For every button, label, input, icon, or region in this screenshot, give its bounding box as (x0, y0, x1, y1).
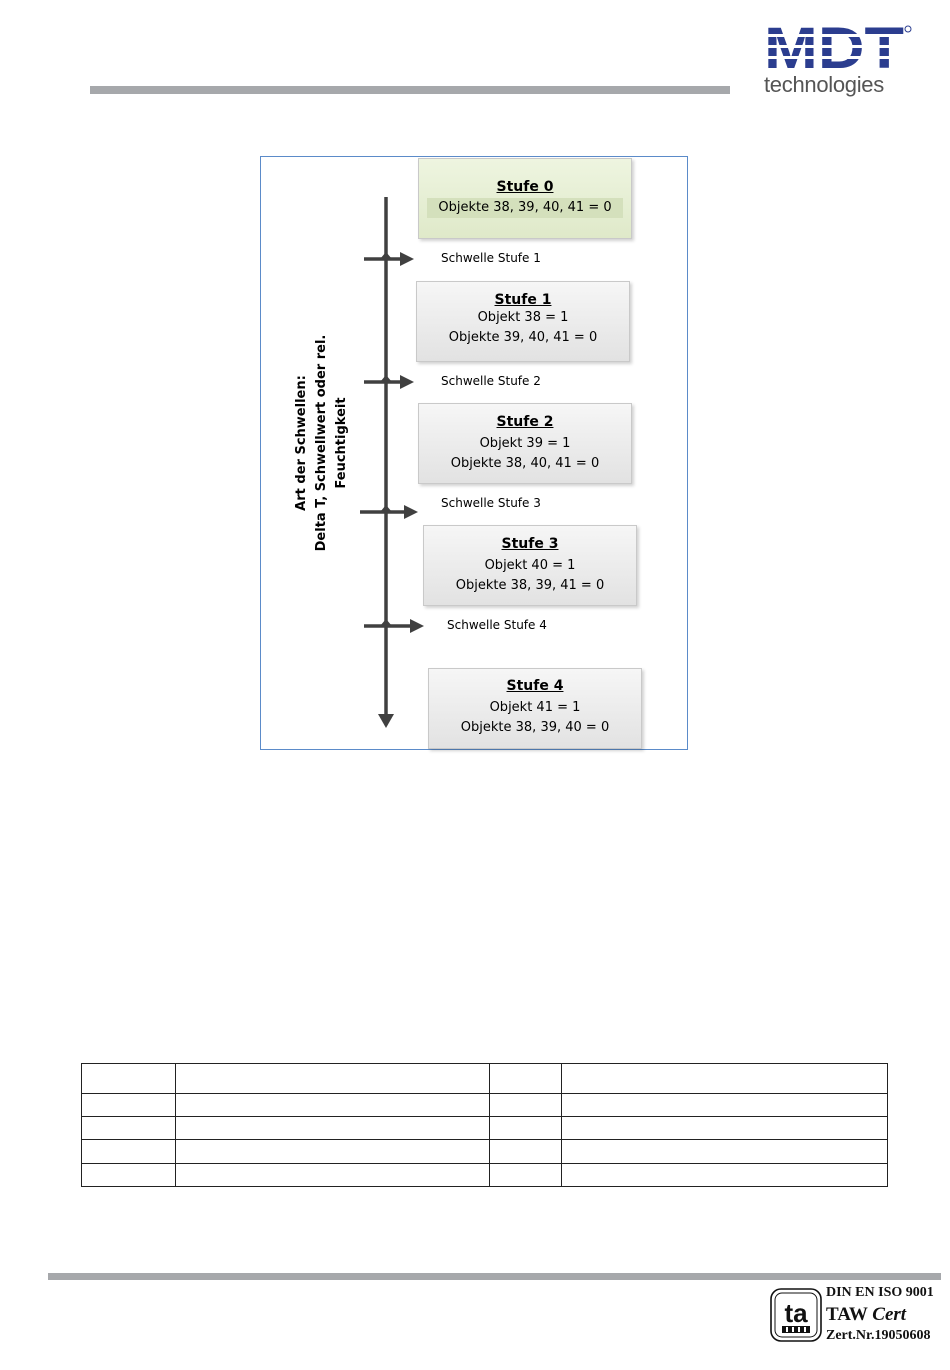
table-cell (561, 1093, 888, 1117)
table-cell (489, 1139, 562, 1164)
stage-3-title: Stufe 3 (501, 536, 559, 552)
stage-4-title: Stufe 4 (506, 678, 564, 694)
stage-4-box: Stufe 4 Objekt 41 = 1 Objekte 38, 39, 40… (428, 668, 642, 749)
table-cell (175, 1063, 490, 1094)
threshold-label-1: Schwelle Stufe 1 (441, 251, 541, 265)
table-cell (175, 1116, 490, 1140)
stage-3-line2: Objekte 38, 39, 41 = 0 (455, 578, 605, 593)
taw-cert-logo: ta (770, 1288, 822, 1342)
table-cell (489, 1093, 562, 1117)
stage-3-box: Stufe 3 Objekt 40 = 1 Objekte 38, 39, 41… (423, 525, 637, 606)
table-row (81, 1063, 888, 1094)
stage-2-line2: Objekte 38, 40, 41 = 0 (450, 456, 600, 471)
footer-rule (48, 1273, 941, 1280)
stage-2-line1: Objekt 39 = 1 (479, 436, 571, 451)
table-cell (175, 1163, 490, 1187)
stage-0-title: Stufe 0 (496, 179, 554, 195)
stage-0-line1: Objekte 38, 39, 40, 41 = 0 (427, 198, 623, 218)
stage-1-box: Stufe 1 Objekt 38 = 1 Objekte 39, 40, 41… (416, 281, 630, 362)
mdt-logo-text: MDT (764, 20, 904, 81)
mdt-logo: MDT (764, 20, 912, 81)
table-cell (489, 1116, 562, 1140)
table-cell (175, 1093, 490, 1117)
table-cell (81, 1063, 176, 1094)
table-row (81, 1163, 888, 1187)
cert-name: TAW Cert (826, 1304, 906, 1326)
table-cell (561, 1163, 888, 1187)
table-cell (489, 1163, 562, 1187)
table-cell (561, 1116, 888, 1140)
stage-1-title: Stufe 1 (494, 292, 552, 308)
table-cell (81, 1139, 176, 1164)
threshold-label-3: Schwelle Stufe 3 (441, 496, 541, 510)
cert-name-b: Cert (872, 1304, 907, 1325)
stage-0-box: Stufe 0 Objekte 38, 39, 40, 41 = 0 (418, 158, 632, 239)
stage-4-line2: Objekte 38, 39, 40 = 0 (460, 720, 610, 735)
cert-number: Zert.Nr.19050608 (826, 1328, 931, 1343)
table-cell (175, 1139, 490, 1164)
table-cell (81, 1163, 176, 1187)
header-rule (90, 86, 730, 94)
table-cell (561, 1139, 888, 1164)
table-cell (489, 1063, 562, 1094)
threshold-arrow-2 (364, 375, 414, 389)
axis-label: Art der Schwellen: Delta T, Schwellwert … (292, 293, 352, 593)
threshold-arrow-1 (364, 252, 414, 266)
threshold-label-4: Schwelle Stufe 4 (447, 618, 547, 632)
table-cell (81, 1093, 176, 1117)
axis-arrowhead (378, 714, 394, 728)
cert-name-a: TAW (826, 1304, 873, 1325)
table-cell (81, 1116, 176, 1140)
threshold-arrow-4 (364, 619, 424, 633)
stage-4-line1: Objekt 41 = 1 (489, 700, 581, 715)
stage-1-line1: Objekt 38 = 1 (477, 310, 569, 325)
table-row (81, 1139, 888, 1164)
stage-2-title: Stufe 2 (496, 414, 554, 430)
axis-label-line2: Delta T, Schwellwert oder rel. Feuchtigk… (314, 334, 349, 552)
threshold-label-2: Schwelle Stufe 2 (441, 374, 541, 388)
object-table (81, 1063, 888, 1187)
stages-diagram (260, 156, 688, 750)
table-cell (561, 1063, 888, 1094)
stage-2-box: Stufe 2 Objekt 39 = 1 Objekte 38, 40, 41… (418, 403, 632, 484)
svg-text:ta: ta (784, 1298, 808, 1328)
axis-label-line1: Art der Schwellen: (294, 375, 309, 511)
threshold-arrow-3 (360, 505, 418, 519)
table-row (81, 1093, 888, 1117)
brand-subtitle: technologies (764, 72, 884, 97)
table-row (81, 1116, 888, 1140)
stage-1-line2: Objekte 39, 40, 41 = 0 (448, 330, 598, 345)
cert-standard: DIN EN ISO 9001 (826, 1285, 934, 1300)
stage-3-line1: Objekt 40 = 1 (484, 558, 576, 573)
